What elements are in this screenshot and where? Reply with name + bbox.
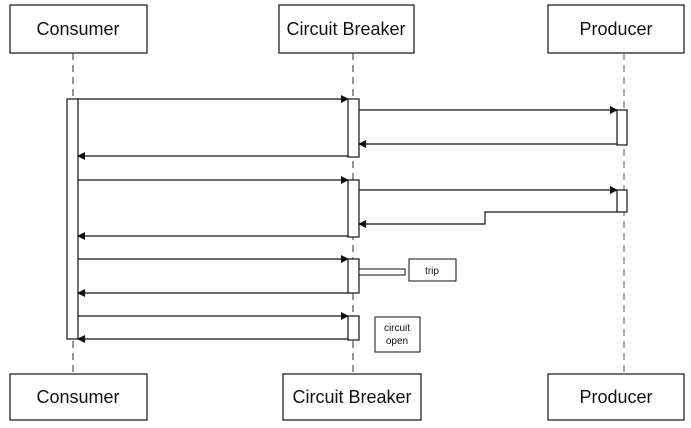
circuit-open-note: circuit open xyxy=(374,316,421,353)
producer-label-bottom: Producer xyxy=(579,387,652,407)
breaker-activation-4 xyxy=(347,315,360,341)
message-response-2 xyxy=(358,211,617,228)
producer-label-top: Producer xyxy=(579,19,652,39)
trip-note: trip xyxy=(408,258,457,282)
breaker-label-top: Circuit Breaker xyxy=(286,19,405,39)
consumer-label-bottom: Consumer xyxy=(36,387,119,407)
producer-header-bottom: Producer xyxy=(547,373,685,421)
breaker-header-bottom: Circuit Breaker xyxy=(282,373,422,421)
breaker-activation-1 xyxy=(347,98,360,158)
consumer-label-top: Consumer xyxy=(36,19,119,39)
consumer-activation xyxy=(66,98,79,340)
producer-header-top: Producer xyxy=(547,4,685,54)
trip-connector xyxy=(358,268,406,276)
consumer-header-bottom: Consumer xyxy=(9,373,148,421)
circuit-open-line1: circuit xyxy=(384,323,410,334)
breaker-header-top: Circuit Breaker xyxy=(278,4,415,54)
breaker-activation-3 xyxy=(347,258,360,294)
breaker-activation-2 xyxy=(347,179,360,238)
producer-activation-2 xyxy=(616,189,628,213)
breaker-label-bottom: Circuit Breaker xyxy=(292,387,411,407)
consumer-header-top: Consumer xyxy=(9,4,148,54)
trip-note-text: trip xyxy=(425,266,439,277)
producer-activation-1 xyxy=(616,109,628,146)
circuit-open-line2: open xyxy=(386,336,408,347)
